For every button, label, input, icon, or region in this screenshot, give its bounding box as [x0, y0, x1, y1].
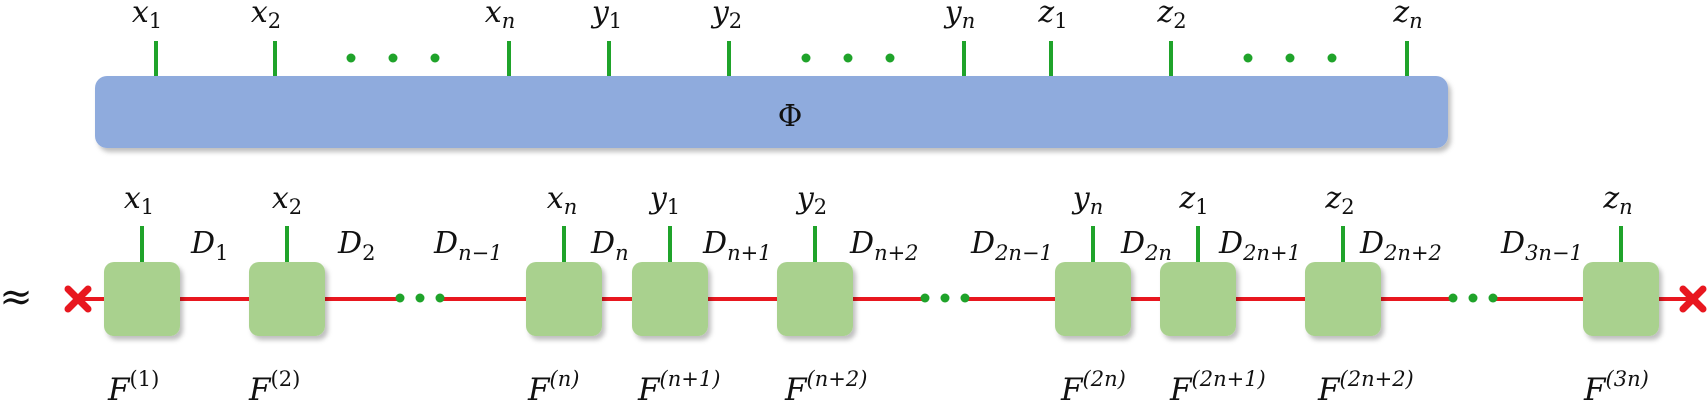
phi-block-label: Φ: [778, 99, 803, 134]
site-tensor: [1583, 262, 1659, 336]
bond-dim-labels: D1 D2 Dn−1 Dn Dn+1 Dn+2 D2n−1 D2n D2n+1 …: [190, 226, 1583, 265]
bond-dim-label: Dn: [590, 226, 629, 265]
mps-chain: x1 x2 xn y1 y2 yn z1 z2 zn D1 D2 Dn−1 Dn…: [64, 181, 1707, 407]
site-tensor-label: F(3n): [1583, 367, 1649, 407]
ellipsis-dot: [1468, 293, 1478, 303]
site-leg-label: y1: [648, 181, 680, 219]
ellipsis-dot: [1243, 53, 1253, 63]
bond-dim-label: Dn+1: [702, 226, 772, 265]
site-tensor: [526, 262, 602, 336]
ellipsis-dot: [395, 293, 405, 303]
site-tensor-label: F(2): [248, 367, 300, 407]
site-tensor: [1305, 262, 1381, 336]
site-leg-labels: x1 x2 xn y1 y2 yn z1 z2 zn: [124, 181, 1633, 219]
phi-leg-label: x1: [132, 0, 162, 33]
phi-leg-labels: x1 x2 xn y1 y2 yn z1 z2 zn: [132, 0, 1423, 33]
left-end-cross-icon: [64, 285, 92, 313]
right-end-cross-icon: [1679, 285, 1707, 313]
site-leg-label: z2: [1324, 181, 1354, 219]
site-tensor: [777, 262, 853, 336]
ellipsis-dot: [346, 53, 356, 63]
phi-leg-label: x2: [251, 0, 281, 33]
site-tensor-label: F(2n+2): [1317, 367, 1414, 407]
ellipsis-dot: [1488, 293, 1498, 303]
bond-dim-label: Dn−1: [433, 226, 503, 265]
phi-leg-label: y1: [590, 0, 622, 33]
bond-dim-label: D2n: [1120, 226, 1172, 265]
site-tensor-label: F(1): [107, 367, 159, 407]
site-legs: [140, 226, 1623, 263]
site-tensors: [104, 262, 1659, 336]
ellipsis-dot: [843, 53, 853, 63]
bond-dim-label: D2n+1: [1218, 226, 1301, 265]
approx-symbol: ≈: [0, 274, 33, 320]
bond-dim-label: D2: [337, 226, 375, 265]
site-tensor-label: F(n+2): [784, 367, 867, 407]
ellipsis-dot: [1285, 53, 1295, 63]
ellipsis-dot: [1327, 53, 1337, 63]
phi-block: [95, 76, 1448, 148]
site-leg-label: z1: [1178, 181, 1208, 219]
phi-leg-label: xn: [485, 0, 515, 33]
ellipsis-dot: [435, 293, 445, 303]
site-leg-label: zn: [1602, 181, 1632, 219]
ellipsis-dot: [801, 53, 811, 63]
full-tensor-phi: Φ x1 x2 xn y1 y2 yn z1 z2 zn: [95, 0, 1448, 148]
phi-legs: [154, 41, 1409, 77]
phi-ellipsis-dots: [346, 53, 1337, 63]
ellipsis-dot: [1448, 293, 1458, 303]
bond-dim-label: D2n−1: [970, 226, 1053, 265]
site-leg-label: xn: [547, 181, 577, 219]
site-tensor: [104, 262, 180, 336]
site-leg-label: y2: [795, 181, 827, 219]
phi-leg-label: z2: [1156, 0, 1186, 33]
ellipsis-dot: [388, 53, 398, 63]
bond-dim-label: D1: [190, 226, 228, 265]
phi-leg-label: zn: [1392, 0, 1422, 33]
bond-dim-label: D3n−1: [1500, 226, 1583, 265]
site-tensor-label: F(2n): [1060, 367, 1126, 407]
phi-leg-label: y2: [710, 0, 742, 33]
site-tensor: [632, 262, 708, 336]
site-tensor-label: F(2n+1): [1169, 367, 1266, 407]
chain-ellipsis-dots: [395, 293, 1498, 303]
ellipsis-dot: [885, 53, 895, 63]
site-tensor: [1055, 262, 1131, 336]
site-leg-label: x1: [124, 181, 154, 219]
bond-dim-label: Dn+2: [849, 226, 919, 265]
ellipsis-dot: [430, 53, 440, 63]
ellipsis-dot: [960, 293, 970, 303]
site-tensor-label: F(n): [527, 367, 579, 407]
phi-leg-label: z1: [1037, 0, 1067, 33]
site-tensor-label: F(n+1): [637, 367, 720, 407]
phi-leg-label: yn: [943, 0, 975, 33]
ellipsis-dot: [415, 293, 425, 303]
site-leg-label: yn: [1071, 181, 1103, 219]
bond-dim-label: D2n+2: [1359, 226, 1442, 265]
ellipsis-dot: [940, 293, 950, 303]
site-tensor-labels: F(1) F(2) F(n) F(n+1) F(n+2) F(2n) F(2n+…: [107, 367, 1649, 407]
ellipsis-dot: [920, 293, 930, 303]
site-tensor: [1160, 262, 1236, 336]
site-leg-label: x2: [272, 181, 302, 219]
site-tensor: [249, 262, 325, 336]
